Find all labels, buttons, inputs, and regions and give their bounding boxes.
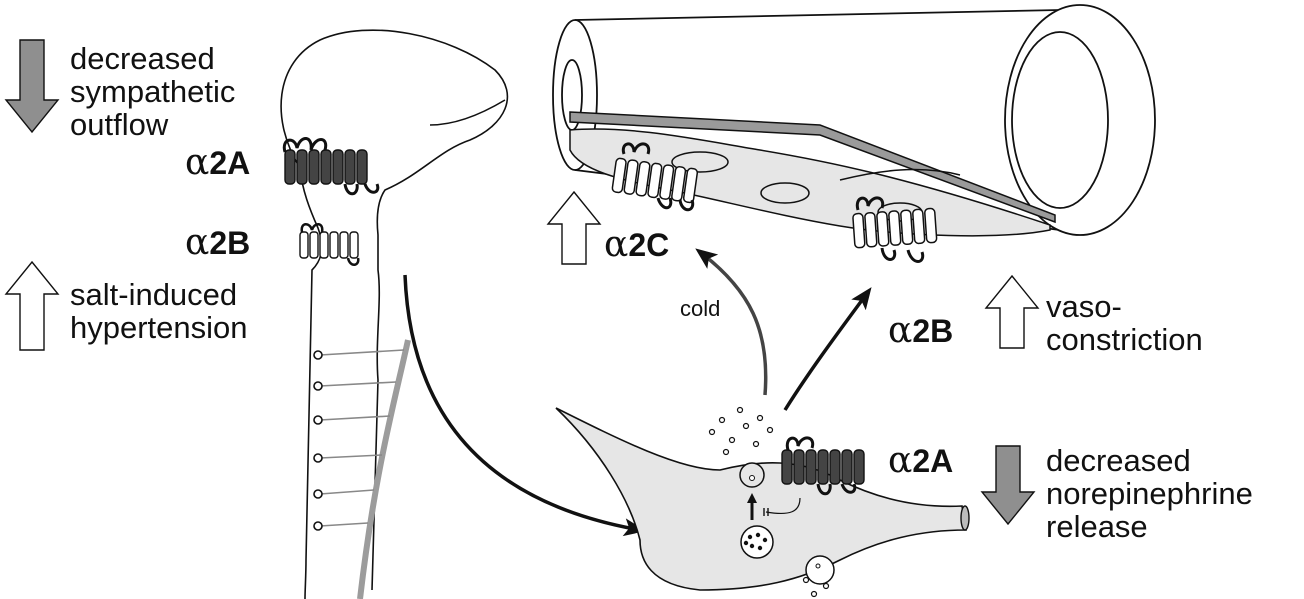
receptor-subtype: 2A xyxy=(912,443,953,479)
receptor-greek: α xyxy=(888,440,912,481)
receptor-greek: α xyxy=(604,224,628,265)
label-line: norepinephrine xyxy=(1046,477,1253,510)
receptor-greek: α xyxy=(185,142,209,183)
receptor-icon xyxy=(284,138,378,193)
receptor-subtype: 2C xyxy=(628,227,669,263)
label-line: sympathetic xyxy=(70,75,235,108)
receptor-label-neuron-2a: α2A xyxy=(888,440,953,481)
receptor-greek: α xyxy=(185,222,209,263)
label-decreased-sympathetic-outflow: decreased sympathetic outflow xyxy=(70,42,235,141)
receptor-label-brain-2b: α2B xyxy=(185,222,250,263)
label-decreased-norepinephrine-release: decreased norepinephrine release xyxy=(1046,444,1253,543)
nerve-terminal xyxy=(556,408,969,590)
label-line: constriction xyxy=(1046,323,1203,356)
label-line: salt-induced xyxy=(70,278,248,311)
label-line: hypertension xyxy=(70,311,248,344)
receptor-subtype: 2B xyxy=(912,313,953,349)
label-line: decreased xyxy=(70,42,235,75)
down-arrow-icon xyxy=(982,446,1034,524)
receptor-label-vessel-2b: α2B xyxy=(888,310,953,351)
receptor-icon xyxy=(300,224,358,265)
up-arrow-icon xyxy=(548,192,600,264)
down-arrow-icon xyxy=(6,40,58,132)
receptor-label-vessel-2c: α2C xyxy=(604,224,669,265)
receptor-subtype: 2A xyxy=(209,145,250,181)
pathway-arrow xyxy=(405,275,640,530)
receptor-subtype: 2B xyxy=(209,225,250,261)
label-line: vaso- xyxy=(1046,290,1203,323)
label-vasoconstriction: vaso- constriction xyxy=(1046,290,1203,356)
receptor-label-brain-2a: α2A xyxy=(185,142,250,183)
label-line: decreased xyxy=(1046,444,1253,477)
label-line: release xyxy=(1046,510,1253,543)
head-outline xyxy=(281,30,507,599)
receptor-greek: α xyxy=(888,310,912,351)
label-salt-induced-hypertension: salt-induced hypertension xyxy=(70,278,248,344)
vasoconstriction-arrow xyxy=(785,292,868,410)
up-arrow-icon xyxy=(986,276,1038,348)
up-arrow-icon xyxy=(6,262,58,350)
label-line: outflow xyxy=(70,108,235,141)
cold-arrow xyxy=(700,252,766,395)
label-cold: cold xyxy=(680,296,720,322)
spinal-cord xyxy=(314,340,408,599)
